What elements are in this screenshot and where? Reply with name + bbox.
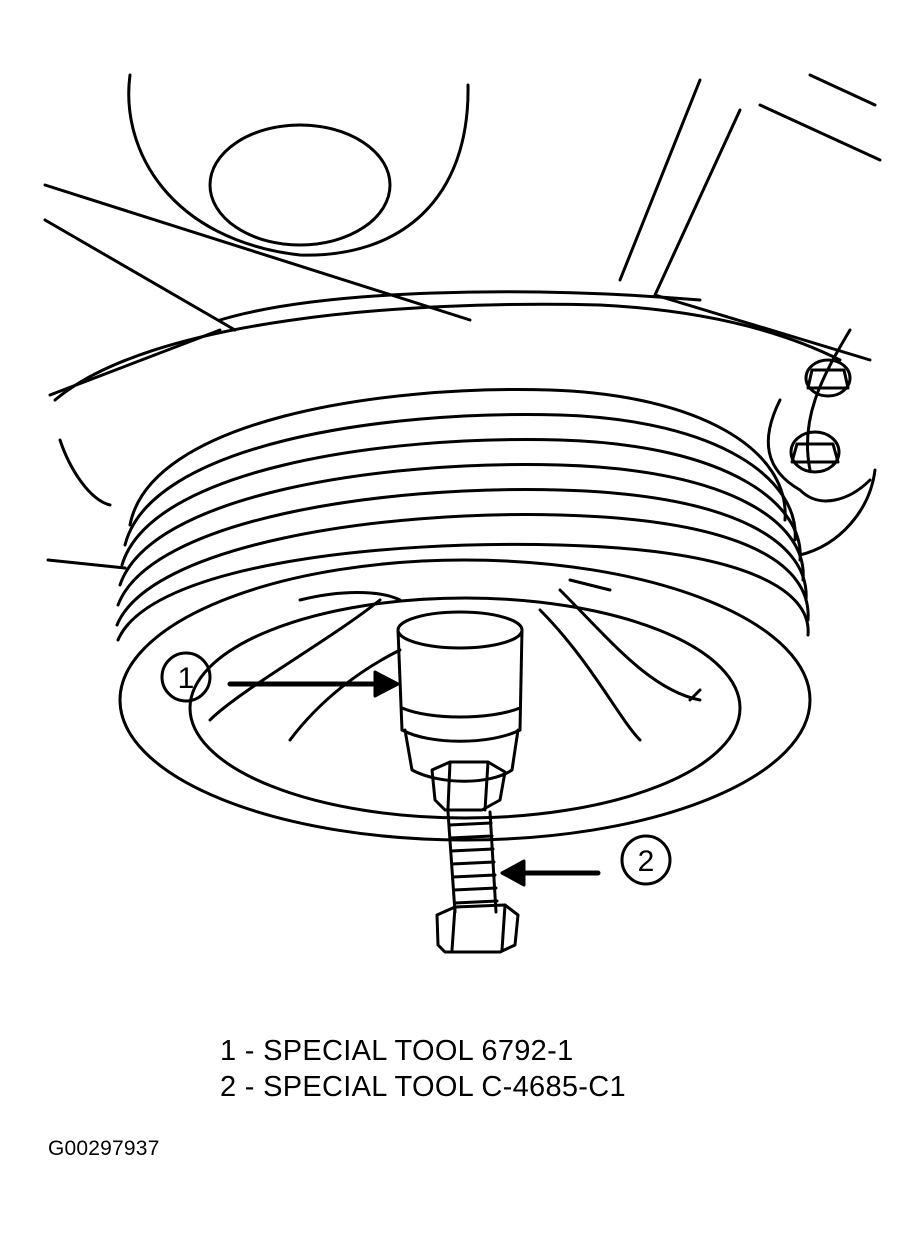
callout-2-number: 2	[638, 845, 655, 878]
callout-1: 1	[160, 651, 400, 703]
legend-item-2-number: 2	[220, 1071, 237, 1103]
callout-2: 2	[500, 834, 672, 887]
engine-pulley-diagram: 1 2	[43, 73, 882, 954]
legend-item-2-separator: -	[244, 1071, 255, 1103]
special-tool-c-4685-c1	[430, 760, 520, 954]
legend-item-1: 1 - SPECIAL TOOL 6792-1	[220, 1033, 626, 1069]
legend-item-1-separator: -	[244, 1035, 255, 1067]
legend-item-1-text: SPECIAL TOOL 6792-1	[263, 1035, 574, 1067]
engine-housing	[43, 73, 882, 570]
legend-item-2: 2 - SPECIAL TOOL C-4685-C1	[220, 1069, 626, 1105]
special-tool-6792-1	[396, 610, 524, 783]
callout-1-number: 1	[178, 662, 195, 695]
legend: 1 - SPECIAL TOOL 6792-1 2 - SPECIAL TOOL…	[220, 1033, 626, 1105]
crankshaft-pulley	[115, 388, 812, 842]
bracket-bolts	[766, 328, 877, 557]
figure-id: G00297937	[48, 1137, 160, 1160]
legend-item-1-number: 1	[220, 1035, 237, 1067]
legend-item-2-text: SPECIAL TOOL C-4685-C1	[263, 1071, 626, 1103]
